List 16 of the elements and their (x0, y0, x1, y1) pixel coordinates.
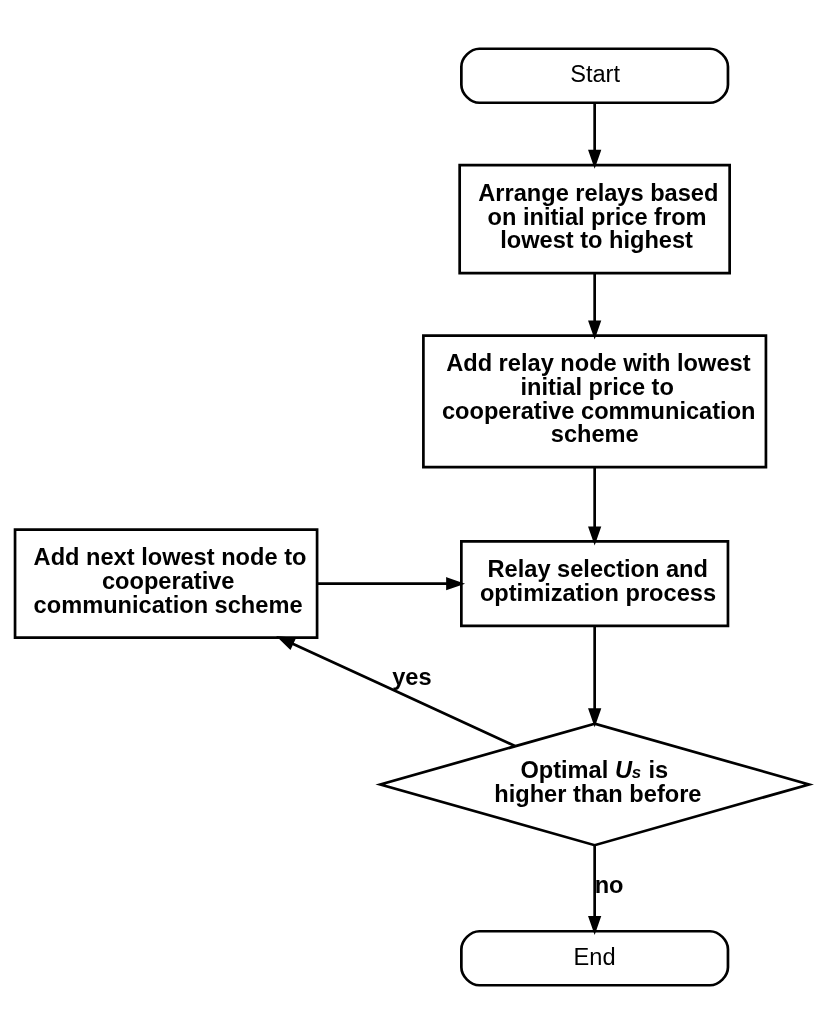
arrow (588, 845, 602, 935)
arrow (276, 636, 516, 748)
node-box: End (460, 929, 730, 987)
edge-label: no (594, 871, 624, 898)
edge-label: yes (392, 664, 432, 691)
arrow (317, 577, 466, 591)
node-box: Add relay node with lowest initial price to cooperative communication scheme (422, 334, 768, 469)
node-box: Start (460, 47, 730, 105)
arrow (588, 467, 602, 546)
node-box: Add next lowest node to cooperative communication scheme (13, 528, 319, 639)
arrow (588, 626, 602, 728)
node-diamond: Optimal Us is higher than before (375, 722, 814, 847)
arrow (588, 273, 602, 340)
node-box: Arrange relays based on initial price from lowest to highest (458, 163, 731, 275)
arrow (588, 103, 602, 169)
node-box: Relay selection and optimization process (460, 540, 730, 628)
